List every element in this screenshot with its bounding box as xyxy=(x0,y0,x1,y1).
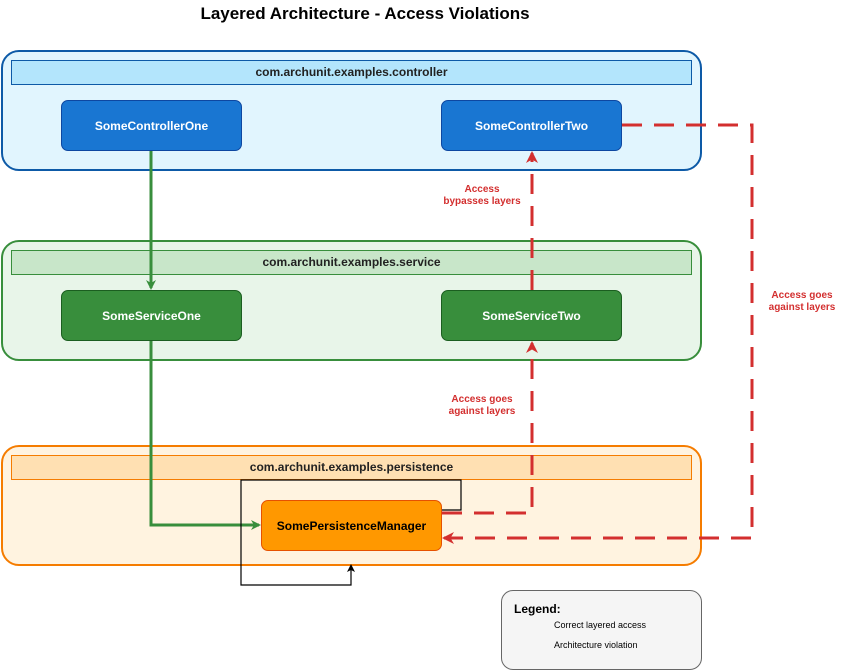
legend: Legend: Correct layered access Architect… xyxy=(501,590,702,670)
component-some-service-two[interactable]: SomeServiceTwo xyxy=(441,290,622,341)
persistence-package-label: com.archunit.examples.persistence xyxy=(11,455,692,480)
component-some-controller-one[interactable]: SomeControllerOne xyxy=(61,100,242,151)
legend-item-violation: Architecture violation xyxy=(554,640,638,650)
label-bypass-line2: bypasses layers xyxy=(443,196,521,207)
controller-package-label: com.archunit.examples.controller xyxy=(11,60,692,85)
label-bypass: Access bypasses layers xyxy=(432,184,532,208)
legend-title: Legend: xyxy=(514,602,561,616)
service-package-label: com.archunit.examples.service xyxy=(11,250,692,275)
label-against-middle: Access goes against layers xyxy=(432,394,532,418)
label-against-middle-line1: Access goes xyxy=(451,394,513,405)
component-some-controller-two[interactable]: SomeControllerTwo xyxy=(441,100,622,151)
legend-item-correct: Correct layered access xyxy=(554,620,647,630)
component-some-service-one[interactable]: SomeServiceOne xyxy=(61,290,242,341)
label-against-middle-line2: against layers xyxy=(448,406,516,417)
label-against-right: Access goes against layers xyxy=(752,290,841,314)
label-against-right-line1: Access goes xyxy=(771,290,833,301)
label-bypass-line1: Access xyxy=(464,184,500,195)
label-against-right-line2: against layers xyxy=(768,302,836,313)
component-some-persistence-manager[interactable]: SomePersistenceManager xyxy=(261,500,442,551)
diagram-title: Layered Architecture - Access Violations xyxy=(200,4,530,23)
